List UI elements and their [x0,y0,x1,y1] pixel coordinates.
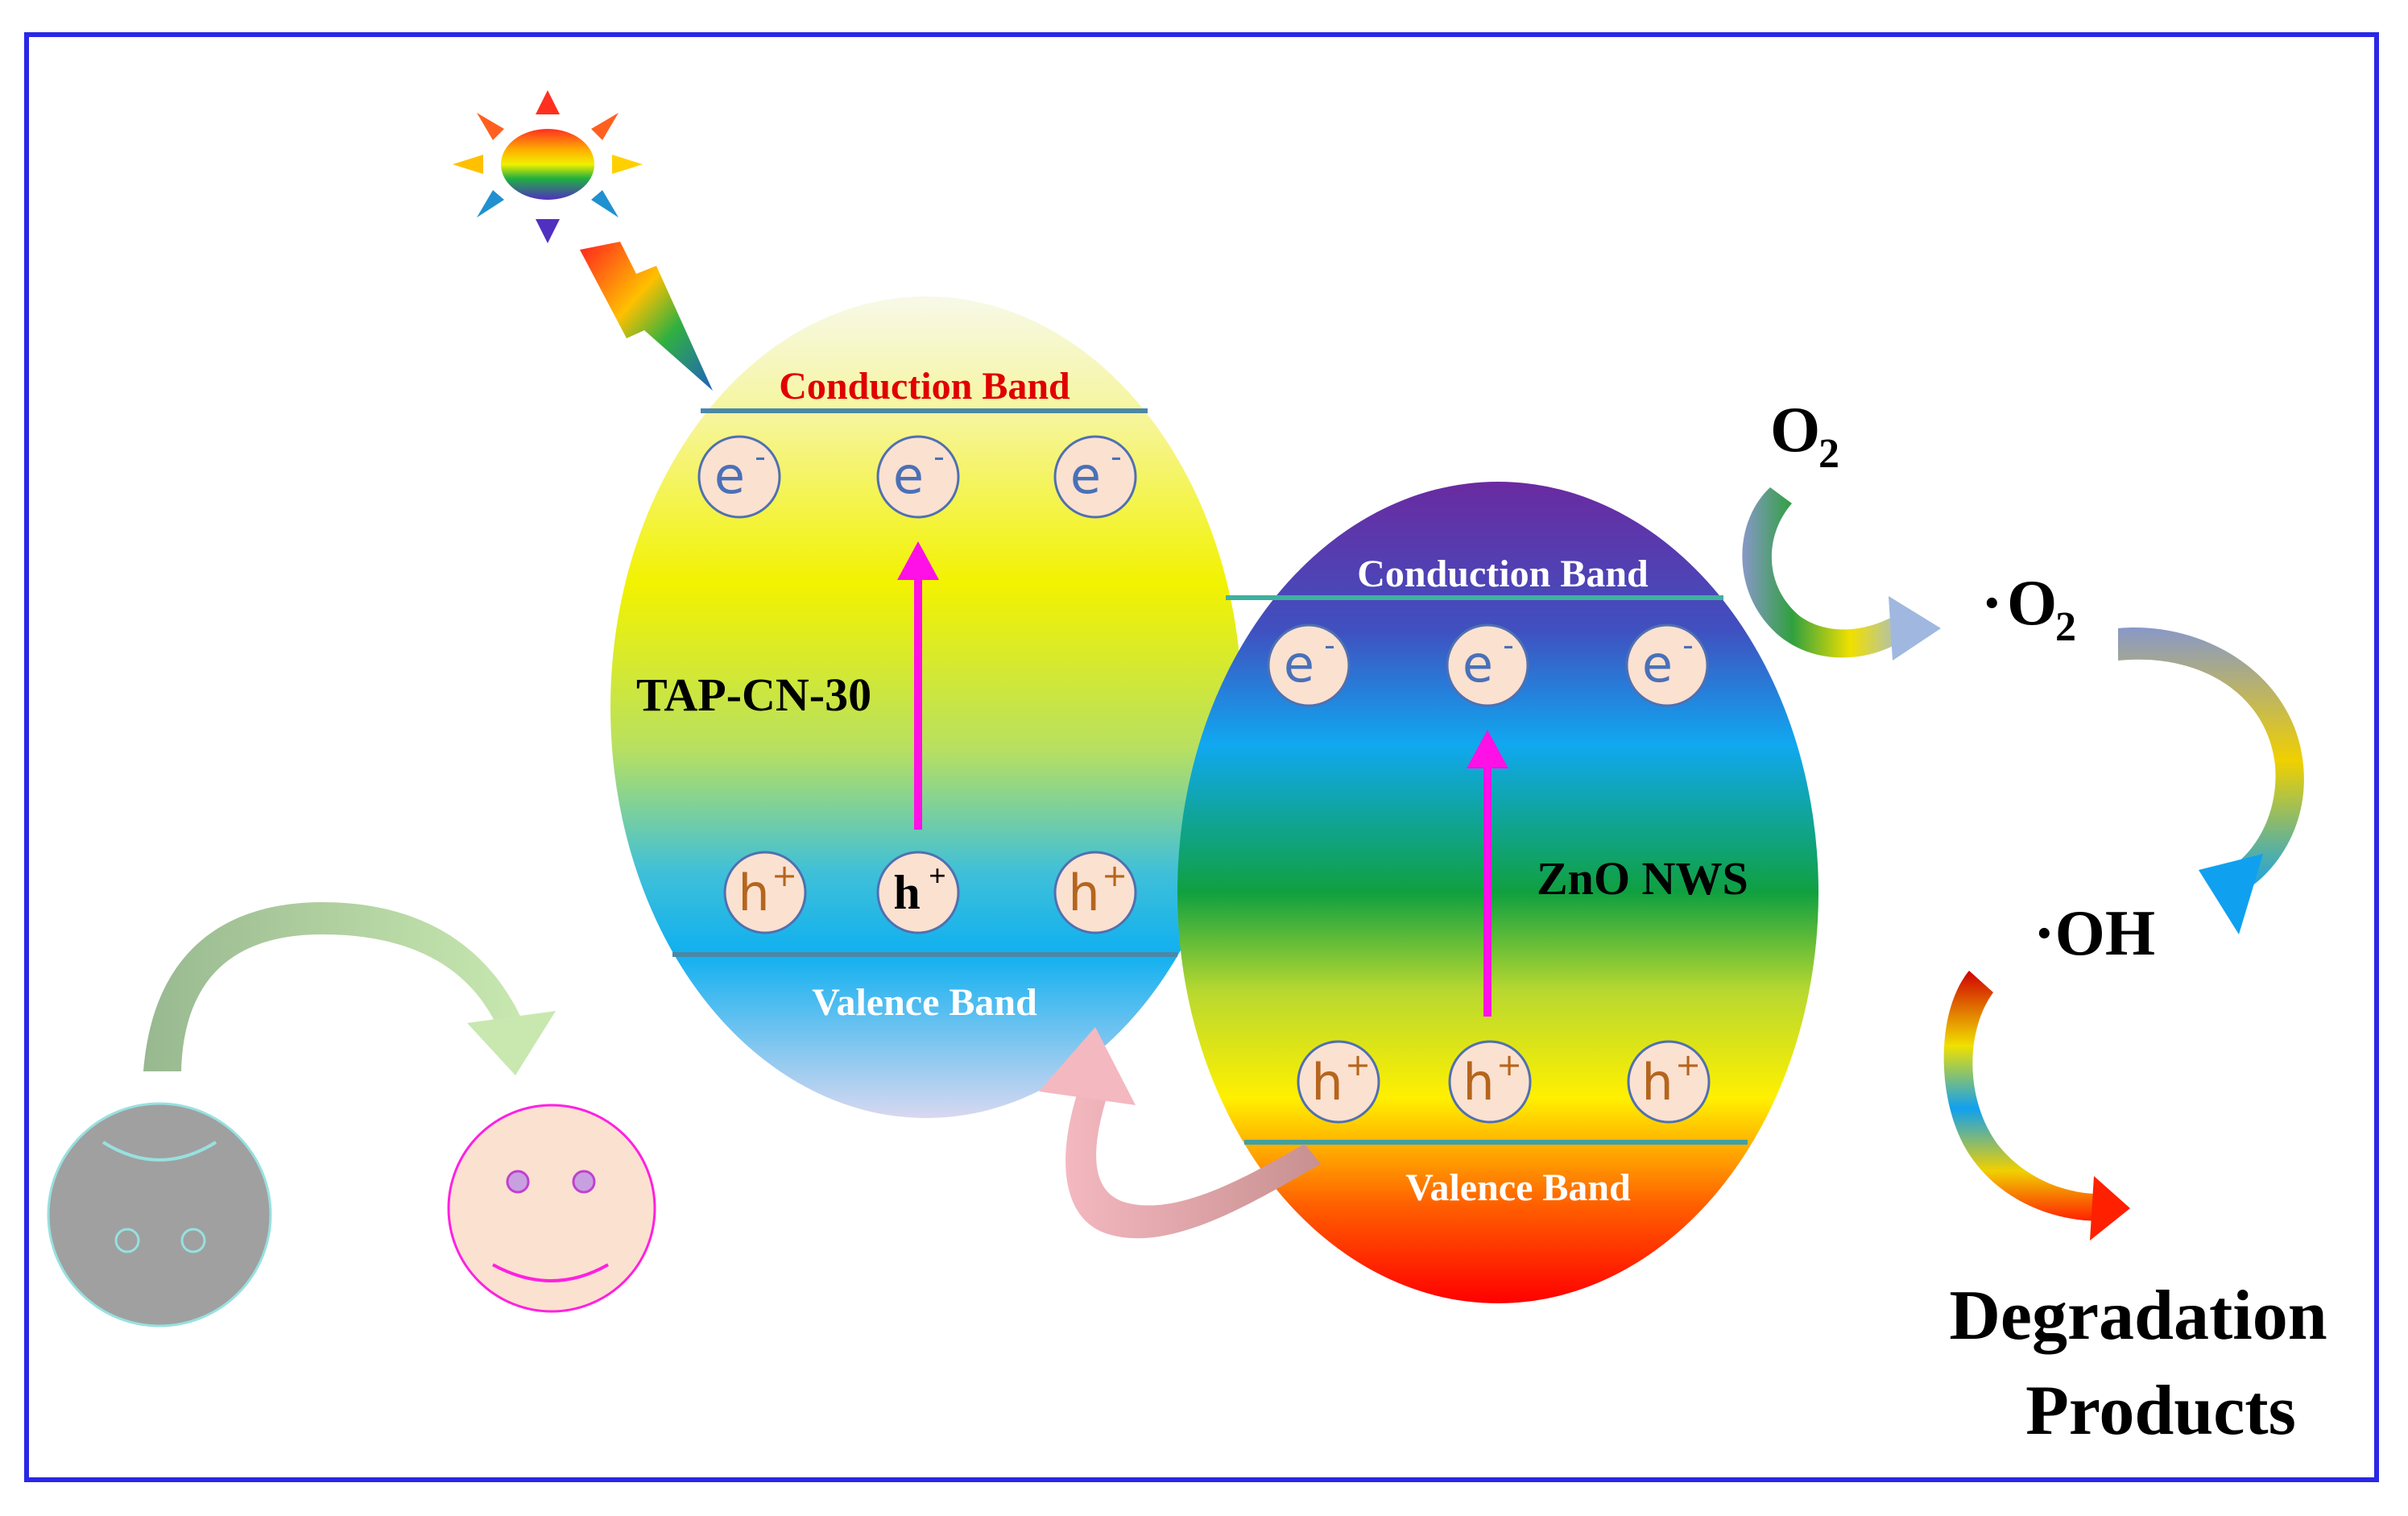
left-hole: h + [723,851,807,934]
right-electron: e - [1267,623,1351,707]
sad-face-icon [47,1102,272,1328]
svg-text:2: 2 [2055,604,2076,650]
sun-icon [453,90,643,243]
svg-text:-: - [933,439,945,474]
left-electron: e - [1053,435,1137,519]
right-hole: h + [1297,1040,1380,1124]
svg-text:h: h [1311,1053,1343,1112]
superoxide-to-hydroxyl-arrow [2118,628,2304,934]
svg-text:+: + [1675,1047,1701,1083]
hole-transfer-arrow [1039,1027,1321,1239]
svg-text:-: - [755,439,766,474]
svg-text:e: e [1070,446,1101,505]
svg-text:e: e [1284,635,1314,694]
face-transform-arrow [143,902,556,1075]
svg-text:e: e [1642,635,1673,694]
left-hole-excited: h + [876,851,960,934]
degradation-products-line1: Degradation [1949,1277,2327,1355]
svg-text:h: h [1641,1053,1673,1112]
degradation-products-line2: Products [2025,1372,2296,1450]
left-conduction-band-label: Conduction Band [779,365,1070,408]
svg-text:h: h [738,864,769,922]
right-valence-band-label: Valence Band [1405,1166,1631,1209]
right-hole: h + [1627,1040,1711,1124]
svg-text:+: + [1102,858,1127,893]
svg-text:h: h [1463,1053,1494,1112]
svg-text:O: O [2007,568,2057,639]
svg-text:e: e [1463,635,1493,694]
svg-text:+: + [772,858,797,893]
left-excitation-arrow [897,541,939,830]
svg-text:-: - [1682,628,1694,663]
left-electron: e - [697,435,781,519]
svg-text:e: e [893,446,924,505]
zno-nws-label: ZnO NWS [1537,852,1748,905]
svg-text:2: 2 [1818,431,1839,477]
o2-to-superoxide-arrow [1742,487,1941,661]
svg-text:h: h [1068,864,1099,922]
right-electron: e - [1446,623,1529,707]
svg-text:·: · [1981,568,2003,639]
hydroxyl-to-products-arrow [1943,971,2130,1241]
svg-text:+: + [1496,1047,1522,1083]
happy-face-icon [447,1104,656,1313]
svg-text:h: h [893,866,920,919]
figure-frame [24,32,2379,1482]
lightning-icon [580,242,713,391]
svg-text:O: O [1770,395,1820,466]
hydroxyl-label: ·OH [2034,898,2155,969]
svg-text:-: - [1503,628,1514,663]
left-hole: h + [1053,851,1137,934]
right-conduction-band-label: Conduction Band [1357,553,1649,595]
svg-text:-: - [1324,628,1335,663]
svg-text:e: e [714,446,745,505]
svg-text:-: - [1111,439,1122,474]
o2-label: O 2 [1770,395,1839,477]
svg-text:+: + [929,859,946,893]
svg-text:+: + [1345,1047,1371,1083]
left-electron: e - [876,435,960,519]
right-electron: e - [1625,623,1709,707]
right-excitation-arrow [1467,730,1508,1017]
left-valence-band-label: Valence Band [812,981,1037,1024]
right-hole: h + [1448,1040,1532,1124]
tap-cn-30-label: TAP-CN-30 [636,669,871,721]
superoxide-label: · O 2 [1981,568,2076,650]
